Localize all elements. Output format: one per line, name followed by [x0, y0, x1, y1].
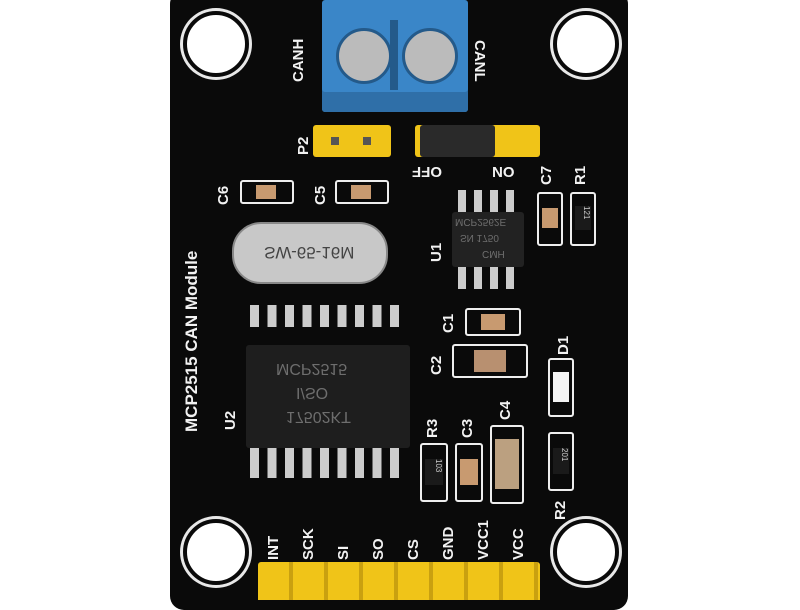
resistor-r1: 121	[570, 192, 596, 246]
r2-code: 201	[553, 448, 569, 474]
label-canh: CANH	[290, 38, 307, 82]
label-c4: C4	[497, 400, 514, 420]
label-c5: C5	[312, 185, 329, 205]
r1-code: 121	[575, 206, 591, 230]
mounting-hole	[553, 519, 619, 585]
u1-marking: MCP2562E	[455, 216, 507, 227]
jumper-mode[interactable]	[415, 125, 540, 157]
label-c2: C2	[428, 355, 445, 375]
pin-label-cs: CS	[405, 539, 422, 560]
module-title: MCP2515 CAN Module	[182, 250, 201, 432]
crystal-oscillator: SW-65-16M	[232, 222, 388, 284]
resistor-r3: 103	[420, 443, 448, 502]
label-r2: R2	[552, 500, 569, 520]
screw-icon	[402, 28, 458, 84]
u2-marking: MCP2515	[276, 360, 348, 377]
label-r3: R3	[424, 418, 441, 438]
label-u1: U1	[428, 242, 445, 262]
crystal-marking: SW-65-16M	[264, 243, 355, 262]
label-d1: D1	[555, 335, 572, 355]
label-canl: CANL	[471, 40, 488, 82]
jumper-p2	[313, 125, 391, 157]
label-u2: U2	[222, 410, 239, 430]
resistor-r2: 201	[548, 432, 574, 491]
capacitor-c2	[452, 344, 528, 378]
u2-marking: I/SO	[296, 384, 329, 401]
u2-marking: 17502KT	[286, 408, 351, 425]
label-c1: C1	[440, 313, 457, 333]
u1-marking: SN 1750	[460, 232, 499, 243]
chip-u1: MCP2562E SN 1750 CMH	[452, 212, 524, 267]
pin-label-sck: SCK	[300, 528, 317, 560]
chip-u2: MCP2515 I/SO 17502KT	[246, 345, 410, 448]
pin-label-vcc: VCC	[510, 528, 527, 560]
screw-icon	[336, 28, 392, 84]
label-on: ON	[492, 163, 515, 180]
label-c7: C7	[538, 165, 555, 185]
u1-marking: CMH	[482, 248, 505, 259]
pin-header[interactable]	[258, 562, 540, 600]
led-d1	[548, 358, 574, 417]
pin-label-vcc1: VCC1	[475, 519, 492, 560]
label-off: OFF	[412, 163, 442, 180]
capacitor-c3	[455, 443, 483, 502]
terminal-block	[322, 0, 468, 112]
capacitor-c4	[490, 425, 524, 504]
mounting-hole	[183, 11, 249, 77]
label-r1: R1	[572, 165, 589, 185]
pin-label-so: SO	[370, 538, 387, 560]
capacitor-c6	[240, 180, 294, 204]
mounting-hole	[183, 519, 249, 585]
pin-label-int: INT	[265, 535, 282, 560]
r3-code: 103	[425, 459, 443, 485]
label-p2: P2	[295, 136, 312, 155]
capacitor-c7	[537, 192, 563, 246]
mounting-hole	[553, 11, 619, 77]
pin-label-gnd: GND	[440, 526, 457, 560]
capacitor-c1	[465, 308, 521, 336]
label-c6: C6	[215, 185, 232, 205]
capacitor-c5	[335, 180, 389, 204]
label-c3: C3	[459, 418, 476, 438]
jumper-cap[interactable]	[420, 125, 495, 157]
pin-label-si: SI	[335, 545, 352, 560]
